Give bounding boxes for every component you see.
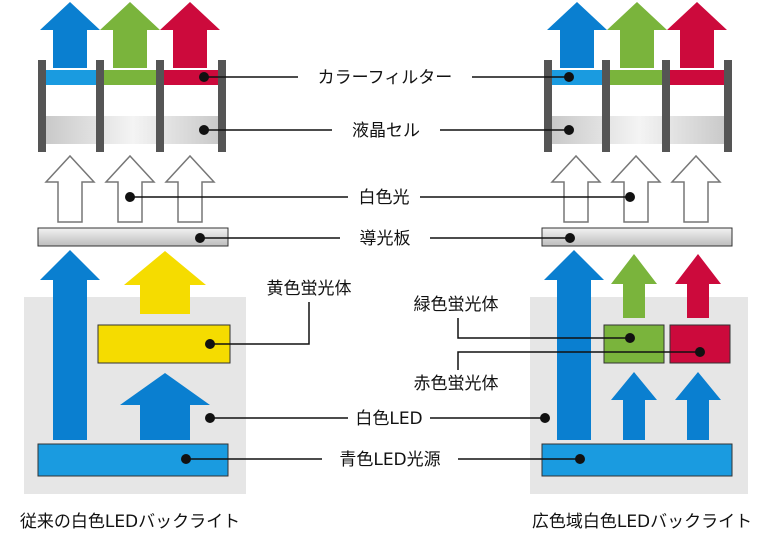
right-red-arrow	[675, 254, 721, 318]
dot	[181, 454, 191, 464]
right-lc-cell	[550, 116, 728, 144]
left-filter-green	[104, 70, 160, 85]
caption-wide-gamut: 広色域白色LEDバックライト	[532, 512, 752, 532]
left-red-output-arrow	[160, 2, 220, 68]
label-color-filter: カラーフィルター	[318, 68, 453, 88]
left-white-arrow	[164, 154, 216, 223]
label-white-light: 白色光	[359, 188, 410, 208]
caption-conventional: 従来の白色LEDバックライト	[20, 512, 240, 532]
dot	[565, 233, 575, 243]
label-red-phosphor: 赤色蛍光体	[414, 374, 499, 394]
left-frame-bar	[38, 60, 46, 152]
dot	[695, 347, 705, 357]
right-output-arrows	[547, 2, 727, 68]
left-backlight	[24, 2, 246, 494]
left-mid-blue-arrow	[120, 373, 210, 440]
dot	[564, 125, 574, 135]
right-light-guide	[541, 227, 733, 247]
right-frame-bar	[724, 60, 732, 152]
right-frame-bar	[662, 60, 670, 152]
left-frame-bar	[96, 60, 104, 152]
right-green-phosphor	[603, 324, 665, 364]
labels: カラーフィルター 液晶セル 白色光 導光板 黄色蛍光体 緑色蛍光体 赤色蛍光体 …	[20, 68, 752, 532]
right-white-light-arrows	[550, 154, 722, 223]
right-filter-blue	[550, 70, 606, 85]
dot	[199, 72, 209, 82]
right-small-blue-arrow	[611, 372, 657, 440]
left-panel-stack	[38, 60, 226, 152]
label-blue-led: 青色LED光源	[339, 450, 440, 470]
left-tall-blue-arrow	[40, 250, 100, 440]
dot	[625, 333, 635, 343]
left-white-arrow	[44, 154, 96, 223]
left-output-arrows	[40, 2, 220, 68]
dot	[575, 454, 585, 464]
label-light-guide: 導光板	[360, 229, 411, 249]
right-blue-led	[541, 443, 733, 477]
dot	[199, 125, 209, 135]
right-white-arrow	[670, 154, 722, 223]
dot	[205, 413, 215, 423]
left-yellow-arrow	[124, 251, 206, 314]
right-frame-bar	[602, 60, 610, 152]
right-green-output-arrow	[607, 2, 667, 68]
left-lc-cell	[44, 116, 222, 144]
left-blue-led	[37, 443, 229, 477]
right-filter-red	[670, 70, 728, 85]
right-frame-bar	[544, 60, 552, 152]
leader-green-phosphor	[457, 318, 630, 339]
leader-dots	[125, 72, 705, 464]
left-white-light-arrows	[44, 154, 216, 223]
dot	[125, 192, 135, 202]
right-filter-green	[610, 70, 666, 85]
left-green-output-arrow	[100, 2, 160, 68]
leader-yellow-phosphor	[210, 302, 310, 345]
right-small-blue-arrow	[675, 372, 721, 440]
label-yellow-phosphor: 黄色蛍光体	[267, 279, 352, 299]
right-red-output-arrow	[667, 2, 727, 68]
label-lc-cell: 液晶セル	[352, 121, 420, 141]
dot	[625, 192, 635, 202]
right-blue-output-arrow	[547, 2, 607, 68]
leader-red-phosphor	[457, 351, 700, 370]
right-tall-blue-arrow	[544, 250, 604, 440]
left-frame-bar	[156, 60, 164, 152]
left-frame-bar	[218, 60, 226, 152]
left-blue-output-arrow	[40, 2, 100, 68]
right-white-arrow	[610, 154, 662, 223]
right-green-arrow	[611, 254, 657, 318]
dot	[564, 72, 574, 82]
dot	[195, 233, 205, 243]
right-panel-stack	[544, 60, 732, 152]
right-white-arrow	[550, 154, 602, 223]
right-red-phosphor	[669, 324, 731, 364]
left-filter-blue	[44, 70, 100, 85]
dot	[540, 413, 550, 423]
leader-lines	[130, 76, 700, 460]
label-white-led: 白色LED	[355, 409, 422, 429]
left-light-guide	[37, 227, 229, 247]
dot	[205, 339, 215, 349]
right-backlight	[530, 2, 748, 494]
label-green-phosphor: 緑色蛍光体	[414, 295, 499, 315]
left-white-arrow	[104, 154, 156, 223]
